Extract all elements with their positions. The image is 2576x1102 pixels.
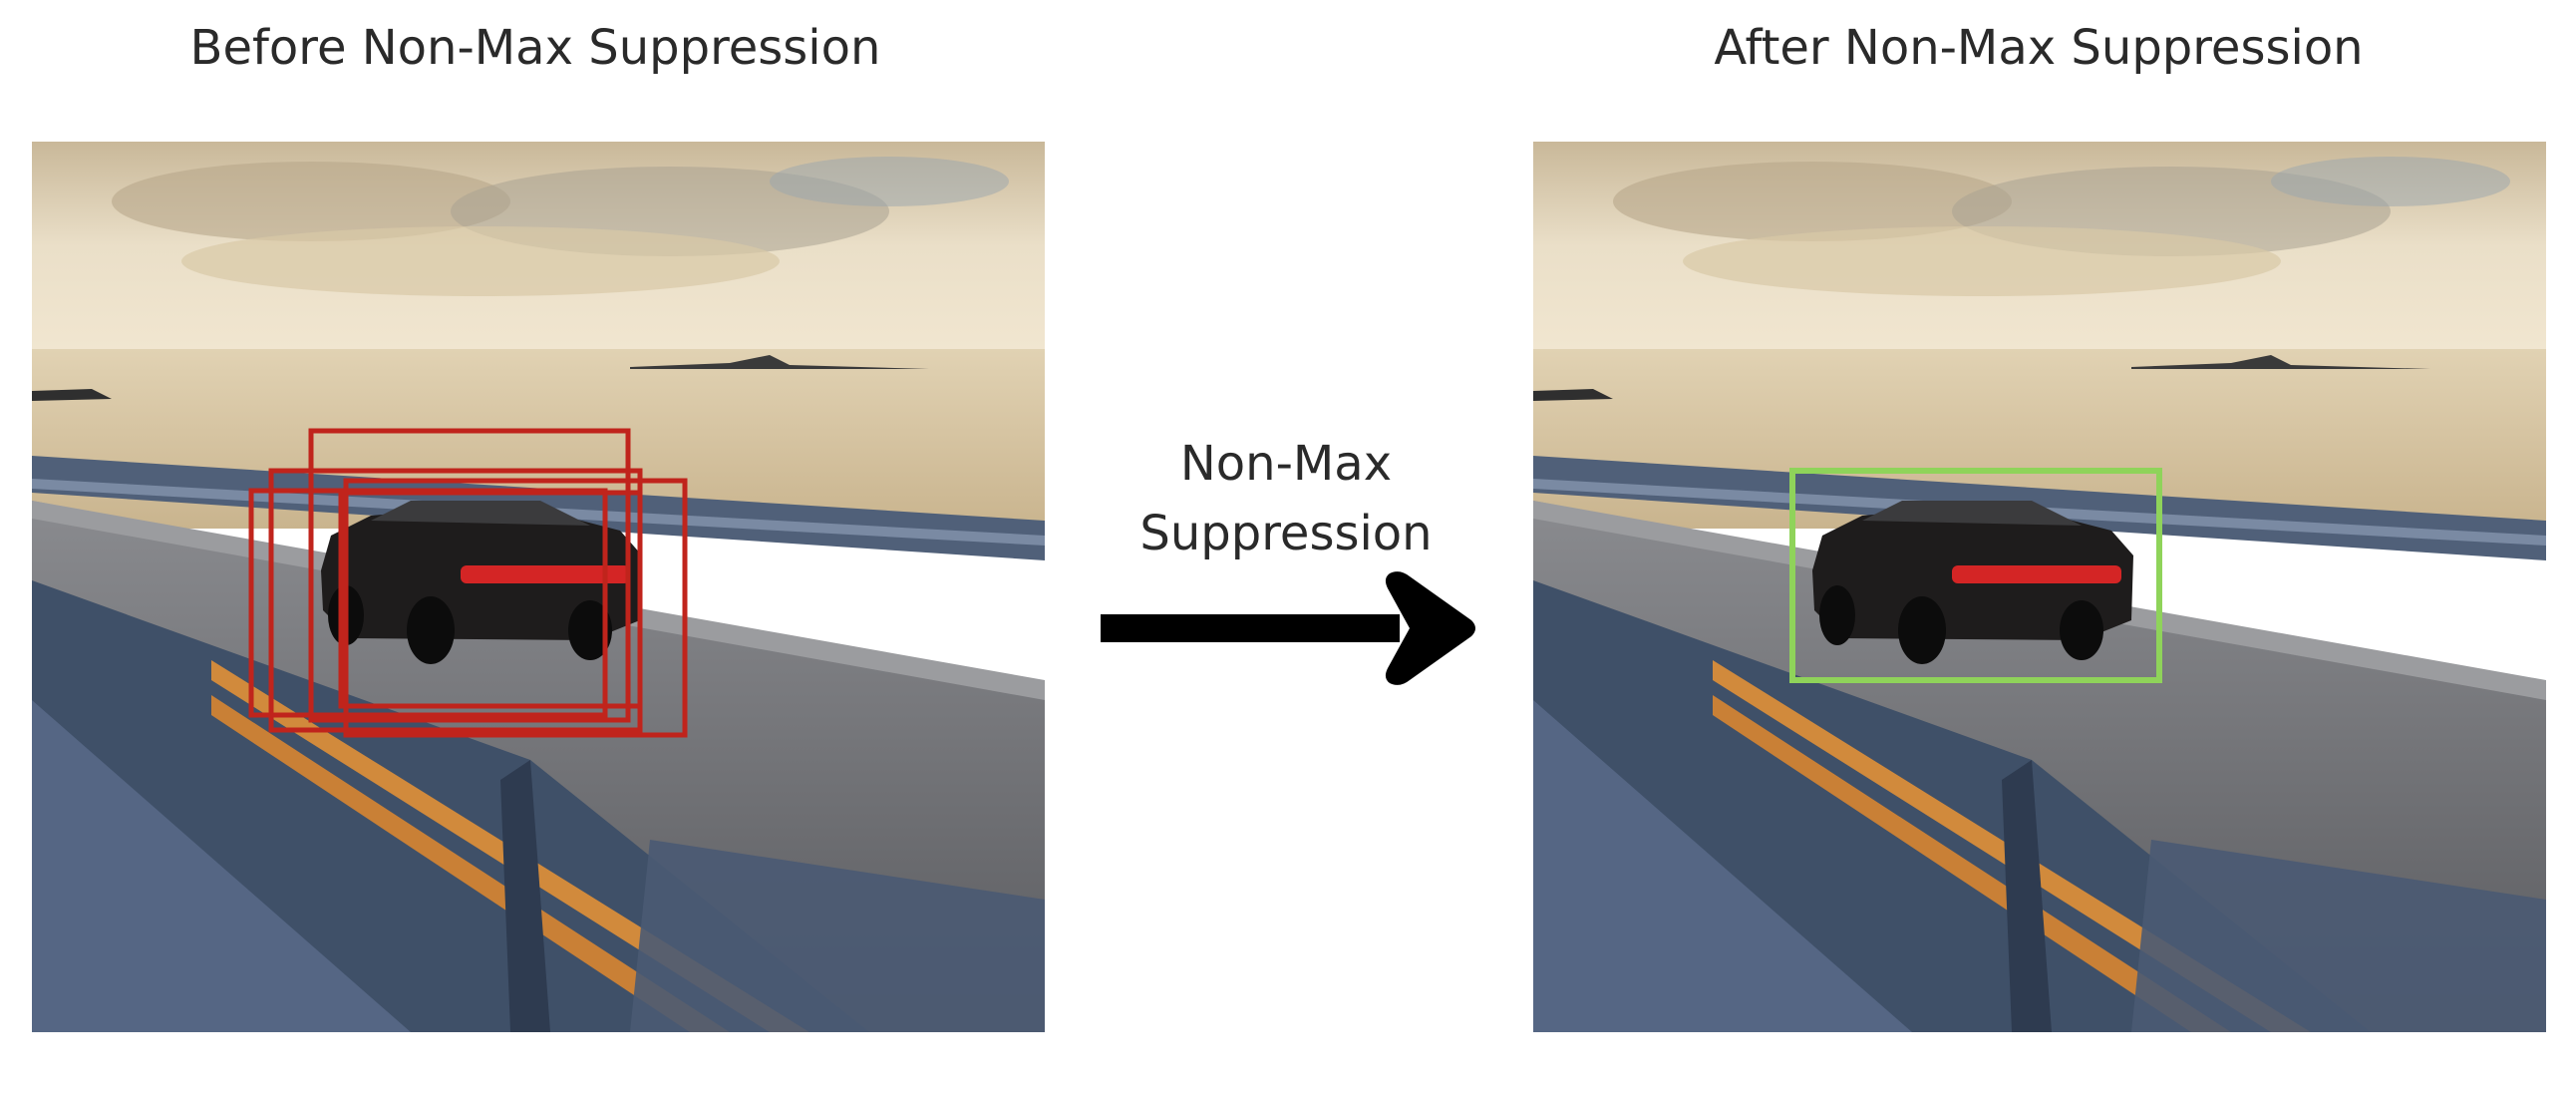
before-scene <box>32 142 1045 1032</box>
transition-label-line1: Non-Max <box>1179 436 1393 492</box>
right-arrow-icon <box>1101 571 1475 685</box>
before-image <box>32 142 1045 1032</box>
transition-label-line2: Suppression <box>1139 506 1433 561</box>
after-title: After Non-Max Suppression <box>1714 20 2364 76</box>
bounding-box-5 <box>343 478 688 738</box>
bounding-box-4 <box>338 490 643 709</box>
before-title: Before Non-Max Suppression <box>189 20 881 76</box>
candidate-boxes <box>248 428 688 738</box>
car-shape <box>1812 501 2133 664</box>
car-shape <box>321 501 642 664</box>
selected-bounding-box <box>1789 468 2162 683</box>
after-scene <box>1533 142 2546 1032</box>
after-image <box>1533 142 2546 1032</box>
bounding-box-1 <box>308 428 631 723</box>
transition-label: Non-Max Suppression <box>1077 429 1495 568</box>
